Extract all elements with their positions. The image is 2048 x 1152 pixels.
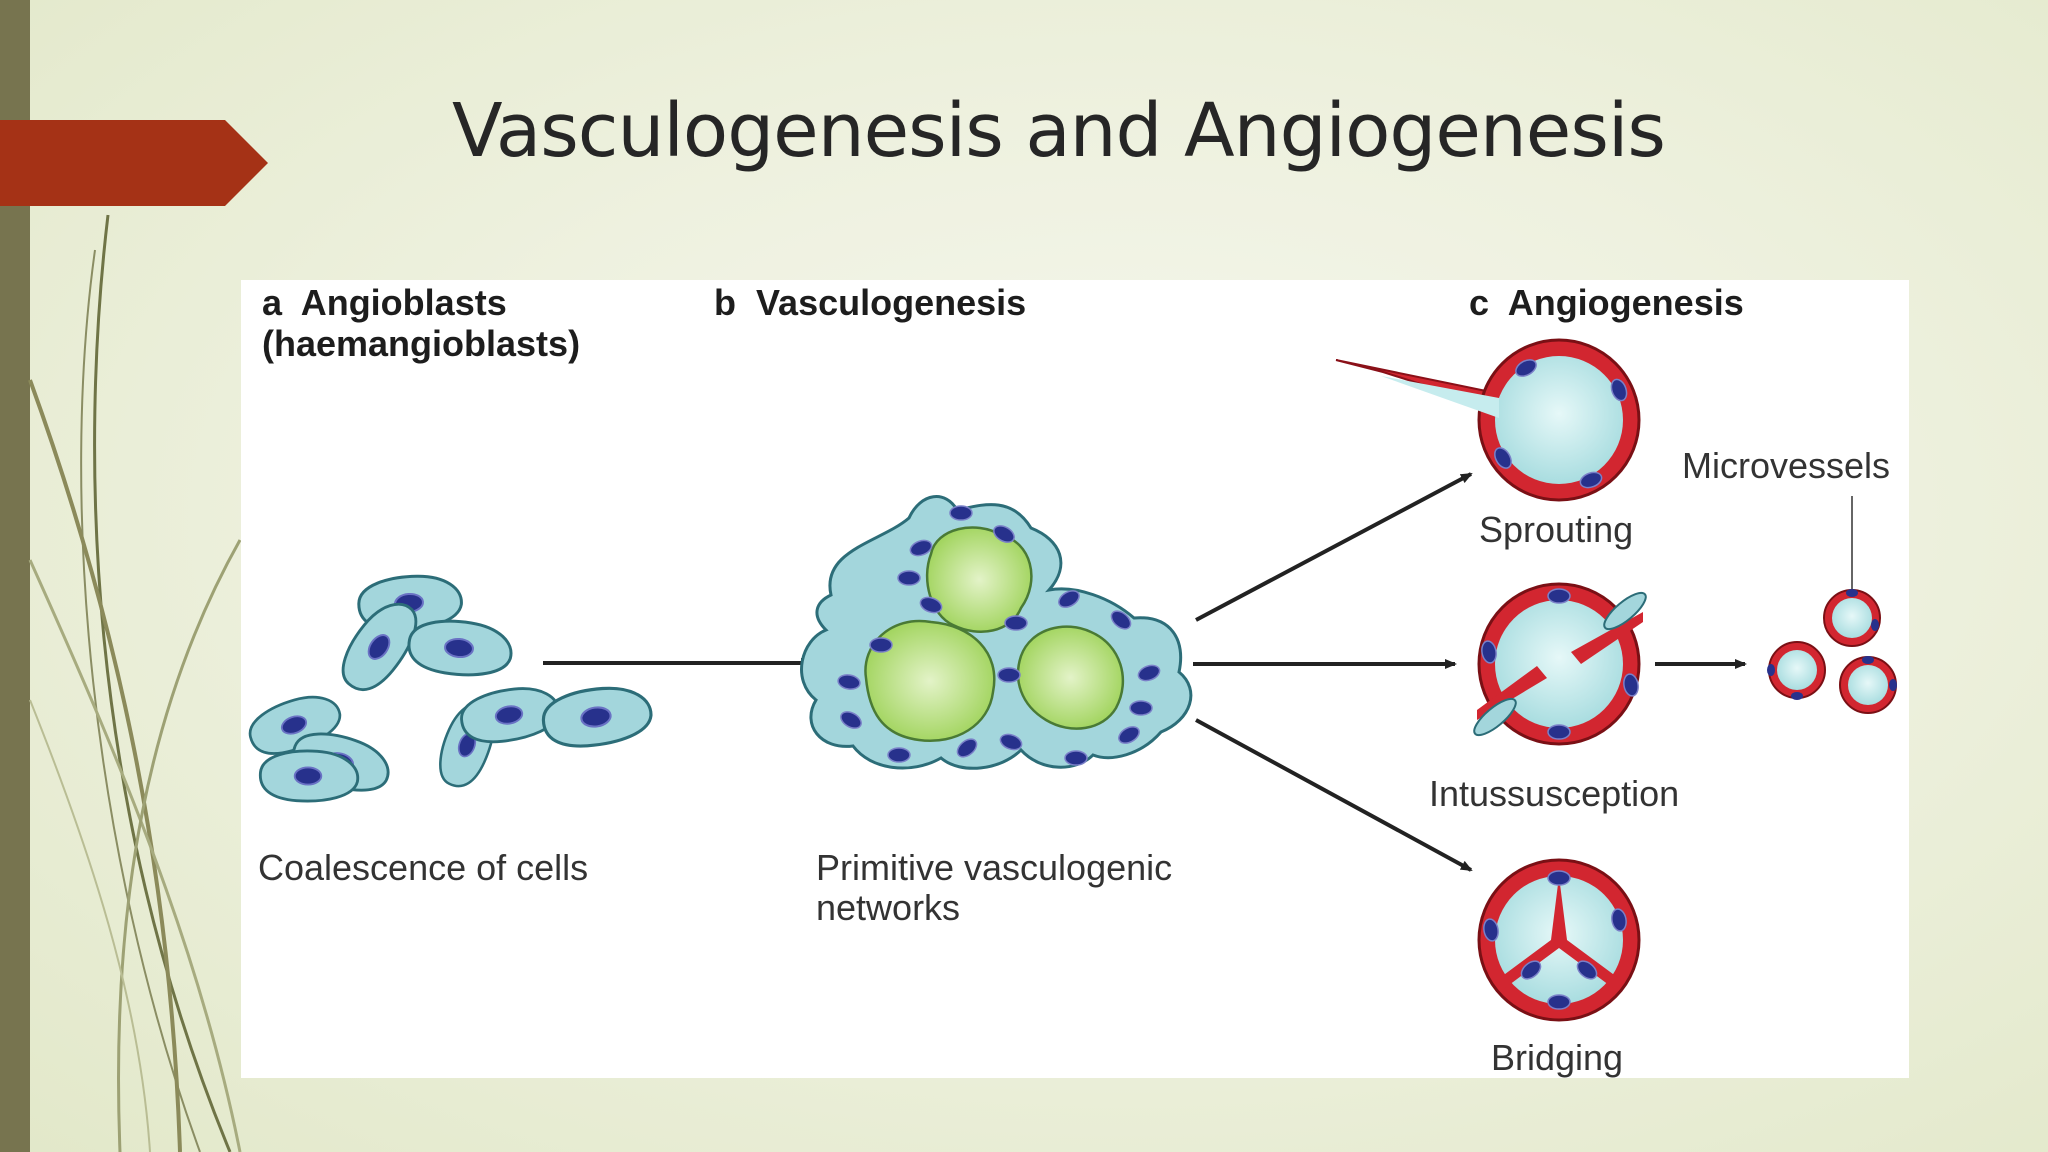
arrow-to-bridging bbox=[1195, 718, 1473, 872]
panel-c-heading: c Angiogenesis bbox=[1469, 282, 1744, 323]
angioblast-cells bbox=[242, 570, 656, 803]
label-bridging: Bridging bbox=[1491, 1037, 1624, 1078]
panel-b-letter: b bbox=[714, 282, 736, 323]
microvessels bbox=[1767, 496, 1897, 714]
panel-c-title: Angiogenesis bbox=[1507, 282, 1744, 323]
arrow-to-sprouting bbox=[1195, 472, 1473, 622]
panel-b-title: Vasculogenesis bbox=[756, 282, 1027, 323]
bridging-vessel bbox=[1477, 858, 1641, 1022]
label-intussusception: Intussusception bbox=[1429, 773, 1680, 814]
slide-title: Vasculogenesis and Angiogenesis bbox=[452, 88, 1666, 174]
vascular-development-diagram bbox=[242, 338, 1897, 1022]
caption-primitive-line2: networks bbox=[816, 887, 961, 928]
figure-panel: a Angioblasts (haemangioblasts) b Vascul… bbox=[241, 280, 1909, 1078]
title-accent-tab bbox=[0, 120, 268, 206]
panel-a-letter: a bbox=[262, 282, 283, 323]
vasculogenic-network bbox=[800, 495, 1193, 770]
intussusception-vessel bbox=[1473, 582, 1647, 746]
label-microvessels: Microvessels bbox=[1682, 445, 1891, 486]
caption-primitive-networks: Primitive vasculogenic networks bbox=[816, 848, 1172, 928]
caption-primitive-line1: Primitive vasculogenic bbox=[816, 847, 1173, 888]
panel-a-title: Angioblasts bbox=[300, 282, 507, 323]
panel-b-heading: b Vasculogenesis bbox=[714, 282, 1026, 323]
label-sprouting: Sprouting bbox=[1479, 509, 1634, 550]
panel-a-heading: a Angioblasts (haemangioblasts) bbox=[262, 282, 580, 364]
panel-a-subtitle: (haemangioblasts) bbox=[262, 323, 581, 364]
caption-coalescence: Coalescence of cells bbox=[258, 847, 589, 888]
panel-c-letter: c bbox=[1469, 282, 1490, 323]
sprouting-vessel bbox=[1335, 338, 1641, 502]
decorative-curves bbox=[28, 214, 242, 1152]
